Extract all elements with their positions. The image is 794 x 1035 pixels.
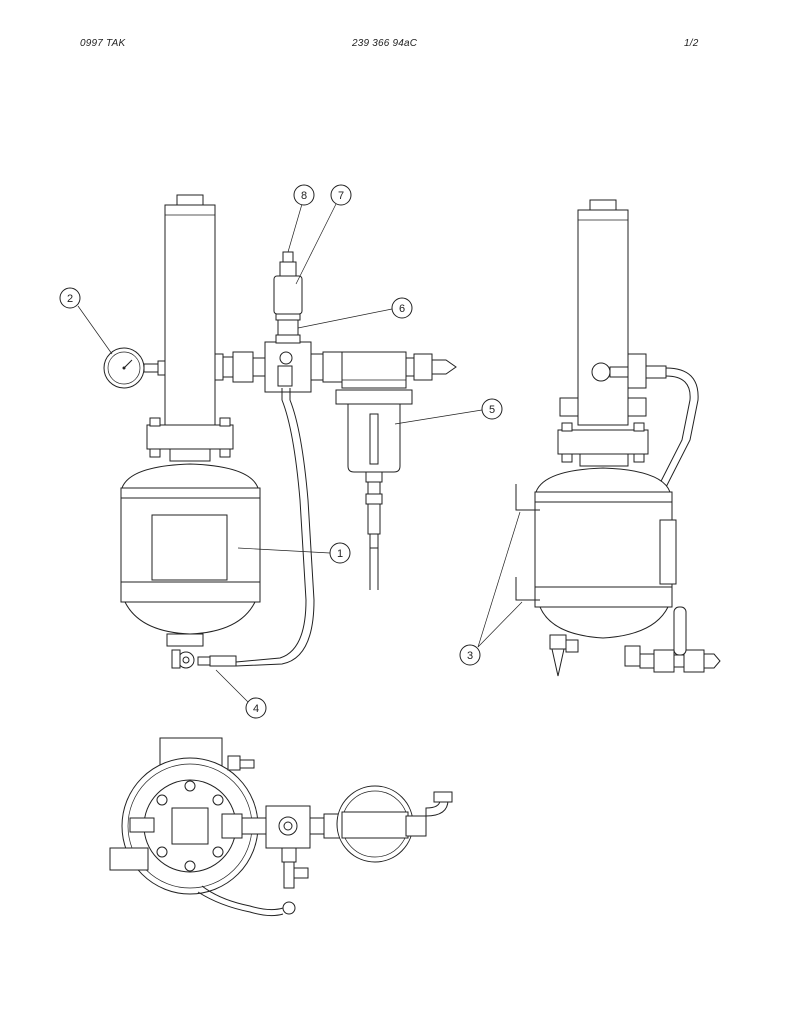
callout-6-bubble <box>391 297 413 319</box>
header-doc-code: 0997 TAK <box>80 38 126 49</box>
callout-8-label: 8 <box>301 190 307 202</box>
valve-stack <box>273 251 303 344</box>
drain-hose <box>235 388 307 663</box>
filter <box>335 351 413 590</box>
header-part-number: 239 366 94aC <box>352 38 418 49</box>
callout-4-bubble <box>245 697 267 719</box>
callout-7-label: 7 <box>338 190 344 202</box>
callout-2-label: 2 <box>67 293 73 305</box>
side-column <box>577 209 629 426</box>
filter-outlet-fittings <box>405 353 457 381</box>
callout-5-label: 5 <box>489 404 495 416</box>
top-view <box>109 737 453 917</box>
column-cap <box>176 194 204 206</box>
callout-6-label: 6 <box>399 303 405 315</box>
callout-3-label: 3 <box>467 650 473 662</box>
column-flange <box>146 424 234 450</box>
column <box>164 204 216 426</box>
side-view <box>515 199 721 677</box>
callout-4-label: 4 <box>253 703 259 715</box>
callout-1-label: 1 <box>337 548 343 560</box>
callout-3-bubble <box>459 644 481 666</box>
callout-1-bubble <box>329 542 351 564</box>
callout-8-bubble <box>293 184 315 206</box>
callout-7-bubble <box>330 184 352 206</box>
drain-valve <box>166 633 237 669</box>
front-view <box>103 194 457 669</box>
callout-2-bubble <box>59 287 81 309</box>
header-page-number: 1/2 <box>684 38 699 49</box>
callout-5-bubble <box>481 398 503 420</box>
column-outlet-fittings <box>214 351 266 383</box>
tank <box>120 463 261 635</box>
pressure-gauge <box>103 347 166 389</box>
tank-label-plate <box>151 514 228 581</box>
